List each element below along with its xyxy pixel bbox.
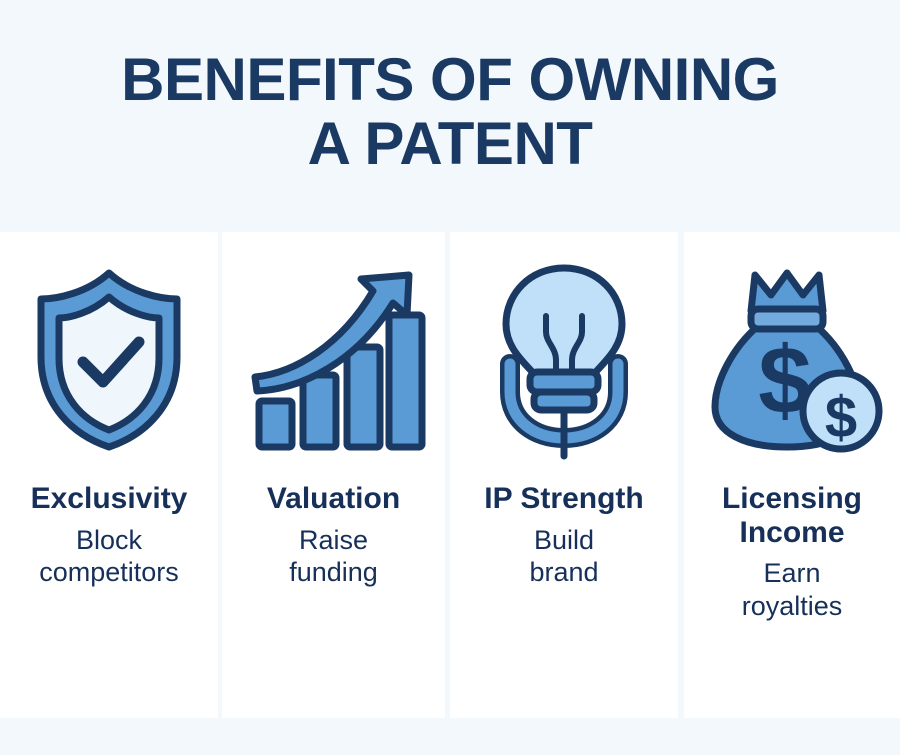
benefit-description-line-1: Build [533,524,595,555]
page-title-line-1: BENEFITS OF OWNING [121,46,779,114]
benefit-description-line-1: Raise [298,524,369,555]
benefit-description-line-1: Block [75,524,143,555]
benefit-card-exclusivity[interactable]: Exclusivity Block competitors [0,232,218,718]
benefit-card-valuation[interactable]: Valuation Raise funding [222,232,445,718]
benefit-title: Valuation [266,482,401,515]
benefit-description-line-1: Earn [763,558,821,589]
benefit-title-line-1: Licensing [721,482,863,515]
page-title-line-2: A PATENT [307,110,593,177]
growth-bar-chart-icon [222,232,445,482]
lightbulb-icon [450,232,678,482]
benefit-card-row: Exclusivity Block competitors Valuation [0,232,900,755]
benefit-description: Block competitors [33,524,185,589]
header-band: BENEFITS OF OWNING A PATENT [0,0,900,232]
benefit-card-licensing-income[interactable]: $ $ Licensing Income Earn royalties [684,232,900,718]
benefit-description-line-2: royalties [741,590,843,621]
benefit-card-ip-strength[interactable]: IP Strength Build brand [450,232,678,718]
benefit-title: Exclusivity [30,482,188,515]
benefit-description: Raise funding [283,524,384,589]
benefit-title-line-2: Income [739,515,845,549]
benefit-title: Licensing Income [722,482,862,549]
benefit-description-line-2: competitors [39,556,179,587]
benefit-description-line-2: funding [289,556,378,587]
benefit-description: Earn royalties [736,557,849,622]
benefit-title: IP Strength [484,482,644,515]
benefit-description: Build brand [523,524,604,589]
benefit-description-line-2: brand [529,556,599,587]
money-bag-icon: $ $ [684,232,900,482]
page-title: BENEFITS OF OWNING A PATENT [30,48,870,183]
shield-check-icon [0,232,218,482]
svg-text:$: $ [825,385,857,450]
